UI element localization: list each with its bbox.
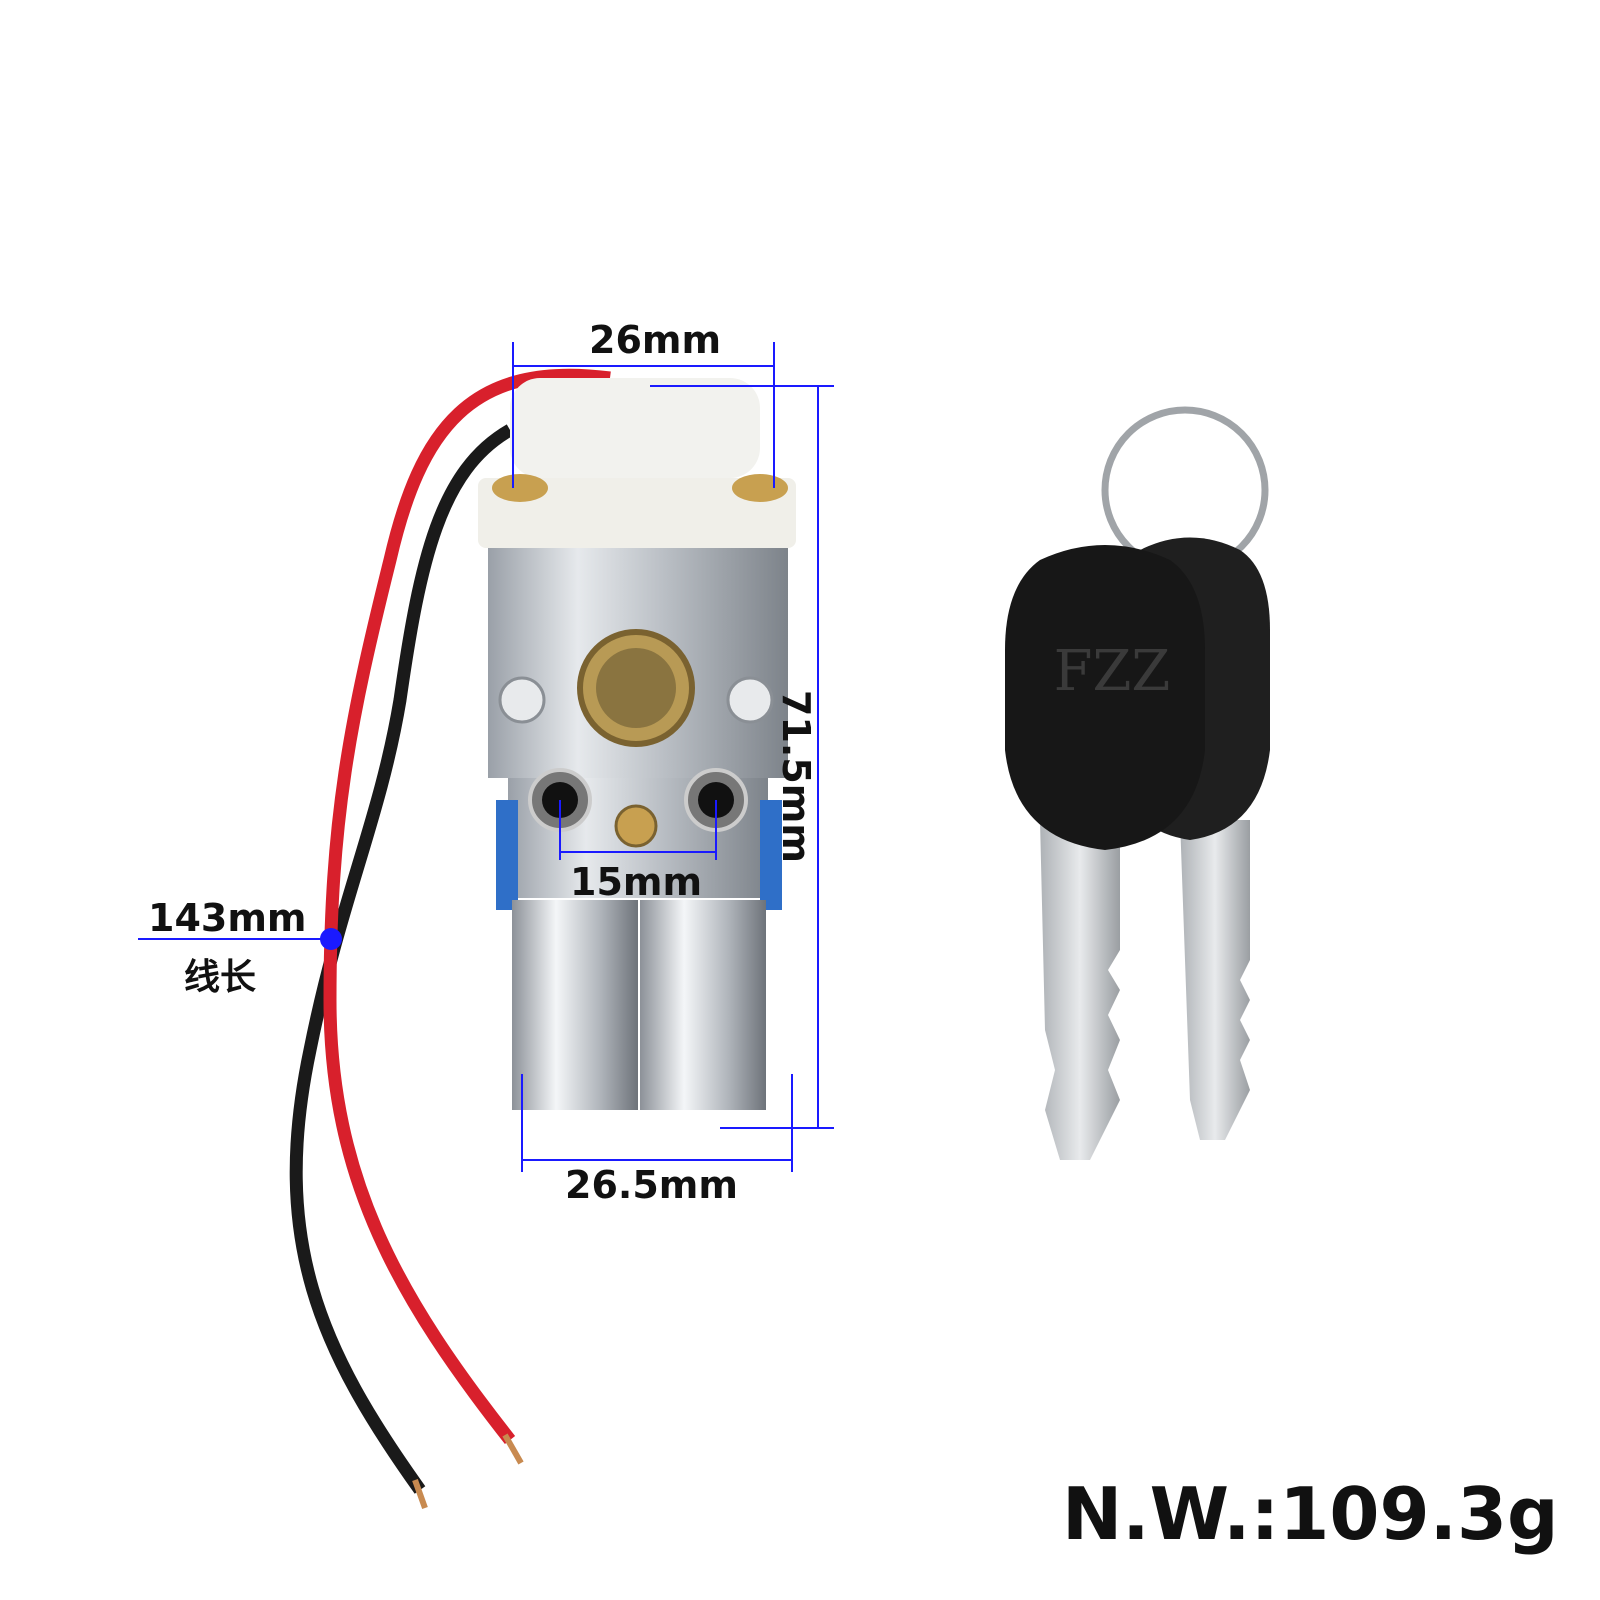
dimension-hole-spacing: 15mm [570, 860, 703, 904]
dimension-wire-length: 143mm [148, 896, 307, 940]
key-blade [1040, 820, 1120, 1160]
mount-cylinder [640, 900, 766, 1110]
net-weight: N.W.:109.3g [1062, 1472, 1559, 1556]
key-blade [1180, 820, 1250, 1140]
black-wire [289, 424, 514, 1494]
key-logo: FZZ [1054, 639, 1171, 704]
dimension-lines [138, 342, 834, 1172]
dimension-top-width: 26mm [589, 318, 722, 362]
mount-cylinder [512, 900, 638, 1110]
wire-length-caption: 线长 [184, 957, 257, 998]
white-connector [510, 378, 760, 478]
terminal-screw [732, 474, 788, 502]
center-screw [614, 804, 658, 848]
red-wire [323, 368, 611, 1445]
key-head [1005, 545, 1205, 850]
wire-length-marker [320, 928, 342, 950]
terminal-screw [492, 474, 548, 502]
dimension-bottom-width: 26.5mm [565, 1163, 738, 1207]
dimension-height: 71.5mm [774, 690, 818, 863]
